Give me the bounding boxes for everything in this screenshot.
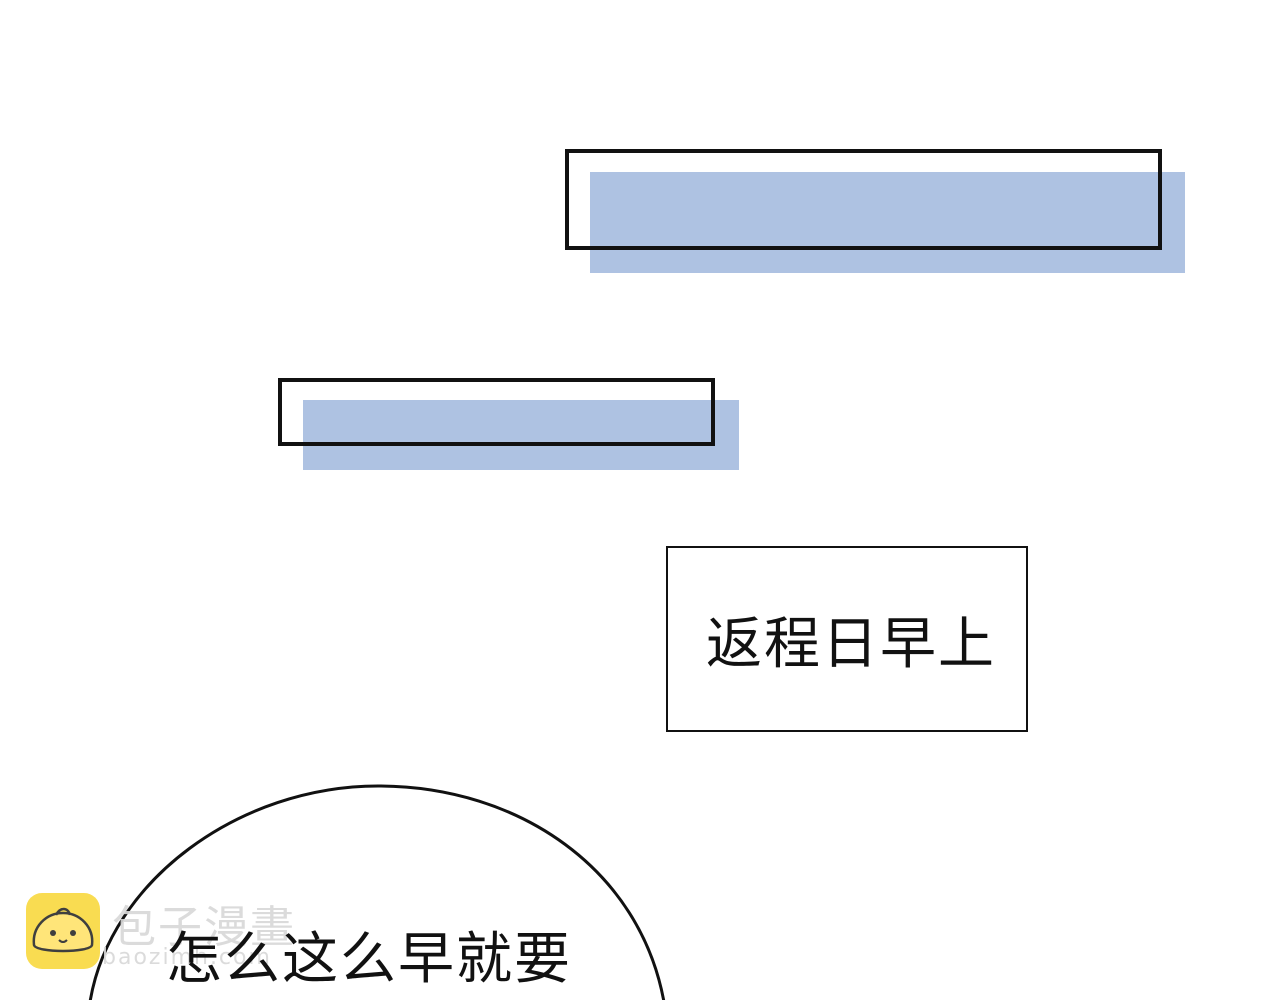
bun-mascot-icon bbox=[26, 893, 100, 969]
narration-text: 返程日早上 bbox=[706, 611, 996, 677]
caption-bar-frame-lower bbox=[278, 378, 715, 446]
caption-bar-fill-upper bbox=[590, 172, 1185, 273]
caption-bar-fill-lower bbox=[303, 400, 739, 470]
site-watermark: 包子漫畫 baozimh.com bbox=[26, 893, 326, 973]
speech-bubble-text: 怎么这么早就要 bbox=[166, 927, 572, 992]
watermark-url: baozimh.com bbox=[102, 945, 272, 970]
caption-bar-frame-upper bbox=[565, 149, 1162, 250]
narration-box: 返程日早上 bbox=[666, 546, 1028, 732]
watermark-title: 包子漫畫 bbox=[112, 902, 296, 953]
